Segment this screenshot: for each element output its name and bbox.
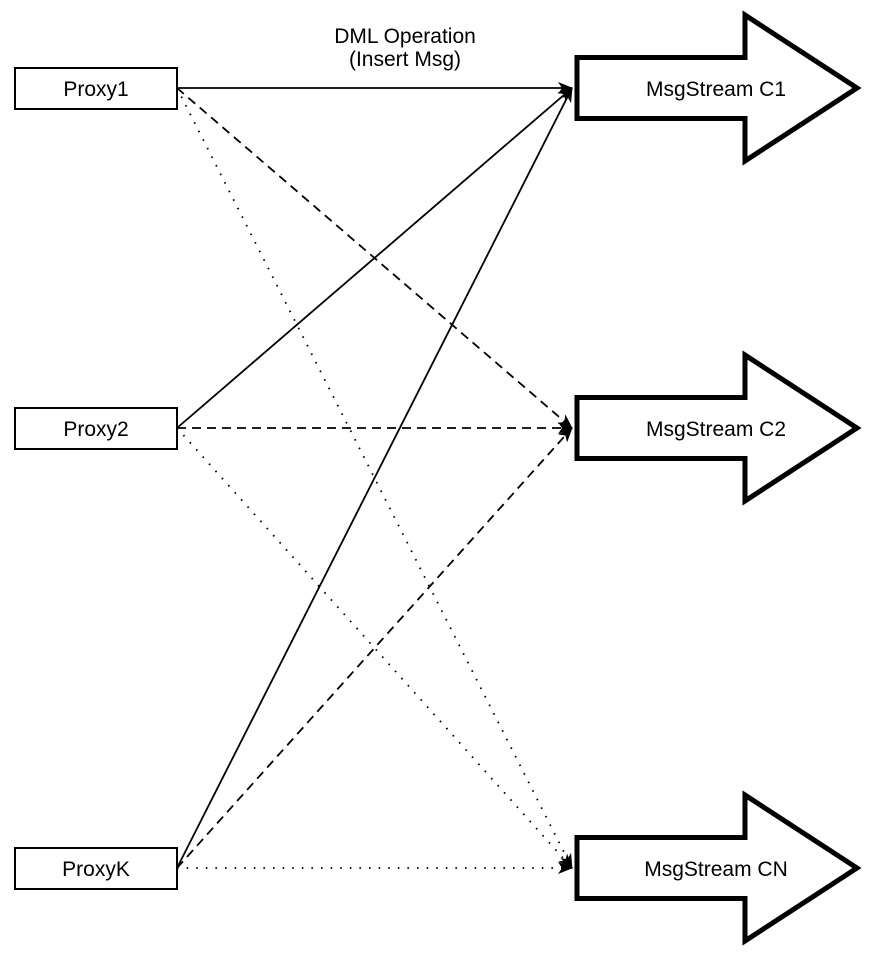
node-proxyk: ProxyK: [14, 847, 178, 890]
node-proxy1: Proxy1: [14, 67, 178, 110]
diagram-title-line2: (Insert Msg): [349, 48, 461, 71]
proxy2-label: Proxy2: [63, 418, 128, 441]
diagram-title-line1: DML Operation: [334, 25, 476, 48]
msgstream-cn-label: MsgStream CN: [644, 858, 788, 881]
node-proxy2: Proxy2: [14, 407, 178, 450]
msgstream-c1-label: MsgStream C1: [646, 78, 786, 101]
proxy2-box: [14, 407, 178, 450]
proxy1-box: [14, 67, 178, 110]
proxyk-label: ProxyK: [62, 858, 130, 881]
edge-proxyk-c1: [176, 87, 573, 869]
edge-proxyk-c2: [176, 427, 573, 869]
proxy1-label: Proxy1: [63, 78, 128, 101]
node-msgstream-cn: MsgStream CN: [574, 790, 862, 946]
node-msgstream-c2: MsgStream C2: [574, 350, 862, 506]
edge-proxy1-c2: [176, 87, 573, 429]
msgstream-c1-block-arrow-icon: [574, 10, 862, 166]
proxyk-box: [14, 847, 178, 890]
msgstream-c2-label: MsgStream C2: [646, 418, 786, 441]
node-msgstream-c1: MsgStream C1: [574, 10, 862, 166]
msgstream-cn-block-arrow-icon: [574, 790, 862, 946]
msgstream-c2-block-arrow-icon: [574, 350, 862, 506]
